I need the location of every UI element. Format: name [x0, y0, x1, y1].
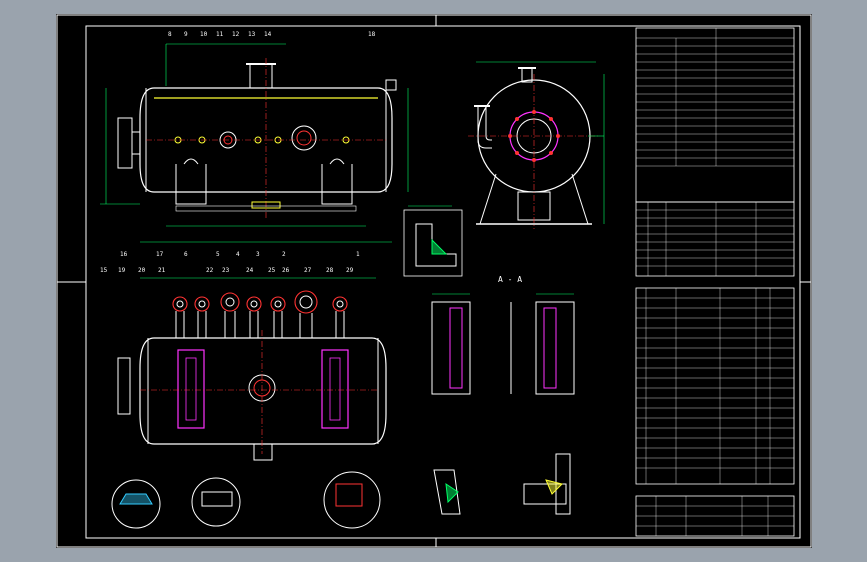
leader-number: 27	[304, 267, 312, 274]
leader-number: 24	[246, 267, 254, 274]
leader-number: 2	[282, 251, 286, 258]
vessel-side-view	[468, 61, 605, 229]
leader-number: 28	[326, 267, 334, 274]
leader-number: 17	[156, 251, 164, 258]
leader-number: 29	[346, 267, 354, 274]
drawing-sheet: A - A	[56, 14, 812, 548]
leader-number: 23	[222, 267, 230, 274]
leader-number: 25	[268, 267, 276, 274]
leader-number: 19	[118, 267, 126, 274]
vessel-front-view	[100, 43, 409, 243]
vessel-plan-view	[117, 277, 387, 461]
leader-number: 6	[184, 251, 188, 258]
leader-number: 15	[100, 267, 108, 274]
leader-number: 10	[200, 31, 208, 38]
bottom-details	[111, 453, 571, 529]
leader-number: 14	[264, 31, 272, 38]
drawing-canvas: A - A	[56, 14, 812, 548]
leader-number: 9	[184, 31, 188, 38]
inner-border	[85, 25, 801, 539]
leader-number: 5	[216, 251, 220, 258]
leader-number: 16	[120, 251, 128, 258]
outer-border	[56, 14, 812, 548]
leader-number: 1	[356, 251, 360, 258]
leader-number: 8	[168, 31, 172, 38]
data-tables	[635, 27, 795, 537]
leader-number: 18	[368, 31, 376, 38]
leader-number: 12	[232, 31, 240, 38]
leader-number: 3	[256, 251, 260, 258]
section-aa: A - A	[431, 275, 575, 395]
weld-detail	[403, 205, 463, 277]
leader-number: 4	[236, 251, 240, 258]
leader-number: 22	[206, 267, 214, 274]
section-aa-title: A - A	[498, 275, 522, 284]
leader-number: 11	[216, 31, 224, 38]
leader-number: 13	[248, 31, 256, 38]
leader-number: 20	[138, 267, 146, 274]
leader-number: 21	[158, 267, 166, 274]
leader-number: 26	[282, 267, 290, 274]
